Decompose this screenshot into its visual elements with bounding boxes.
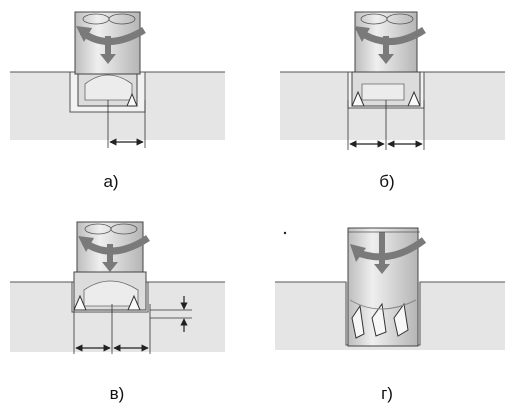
- panel-b-drawing: [280, 11, 505, 150]
- caption-g: г): [381, 384, 393, 403]
- caption-b: б): [379, 172, 395, 191]
- panel-v-drawing: [10, 221, 225, 354]
- panel-a-drawing: [10, 11, 225, 148]
- caption-a: а): [103, 172, 119, 191]
- caption-v: в): [109, 384, 125, 403]
- panel-g-drawing: [275, 227, 505, 350]
